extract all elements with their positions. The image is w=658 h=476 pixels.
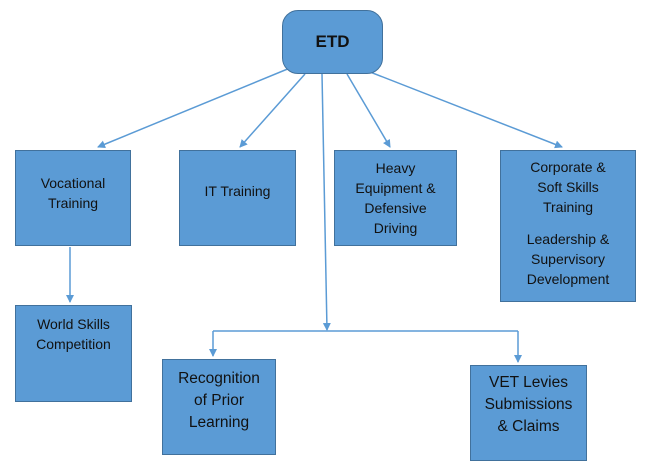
- world-skills-line-1: World Skills: [37, 316, 110, 332]
- arrow-etd-down-to-junction: [321, 73, 331, 331]
- it-training-box: IT Training: [179, 150, 296, 246]
- etd-root-box: ETD: [282, 10, 383, 74]
- corporate-line-1: Corporate &: [530, 159, 606, 175]
- arrow-etd-to-heavy-equipment: [346, 73, 391, 148]
- corporate-line-6: Development: [526, 271, 610, 287]
- heavy-line-4: Driving: [373, 220, 418, 236]
- corporate-soft-skills-box: Corporate & Soft Skills Training Leaders…: [500, 150, 636, 302]
- world-skills-line-2: Competition: [36, 336, 111, 352]
- rpl-line-2: of Prior: [194, 392, 244, 409]
- vet-line-1: VET Levies: [489, 374, 568, 391]
- heavy-line-1: Heavy: [375, 160, 416, 176]
- vet-levies-box: VET Levies Submissions & Claims: [470, 365, 587, 461]
- arrow-etd-to-vocational: [97, 67, 291, 149]
- vet-line-3: & Claims: [497, 418, 560, 435]
- it-training-line-1: IT Training: [204, 183, 271, 199]
- heavy-equipment-box: Heavy Equipment & Defensive Driving: [334, 150, 457, 246]
- rpl-line-3: Learning: [188, 414, 250, 431]
- heavy-line-3: Defensive: [364, 200, 427, 216]
- recognition-prior-learning-box: Recognition of Prior Learning: [162, 359, 276, 455]
- corporate-line-5: Supervisory: [531, 251, 605, 267]
- corporate-line-2: Soft Skills: [537, 179, 599, 195]
- vet-line-2: Submissions: [484, 396, 573, 413]
- corporate-line-4: Leadership &: [526, 231, 610, 247]
- vocational-line-1: Vocational: [40, 175, 106, 191]
- arrow-etd-to-it-training: [239, 73, 306, 148]
- corporate-line-3: Training: [542, 199, 594, 215]
- world-skills-box: World Skills Competition: [15, 305, 132, 402]
- rpl-line-1: Recognition: [178, 370, 260, 387]
- etd-label: ETD: [315, 32, 350, 51]
- vocational-training-box: Vocational Training: [15, 150, 131, 246]
- vocational-line-2: Training: [47, 195, 99, 211]
- arrow-etd-to-corporate: [364, 69, 563, 149]
- heavy-line-2: Equipment &: [355, 180, 436, 196]
